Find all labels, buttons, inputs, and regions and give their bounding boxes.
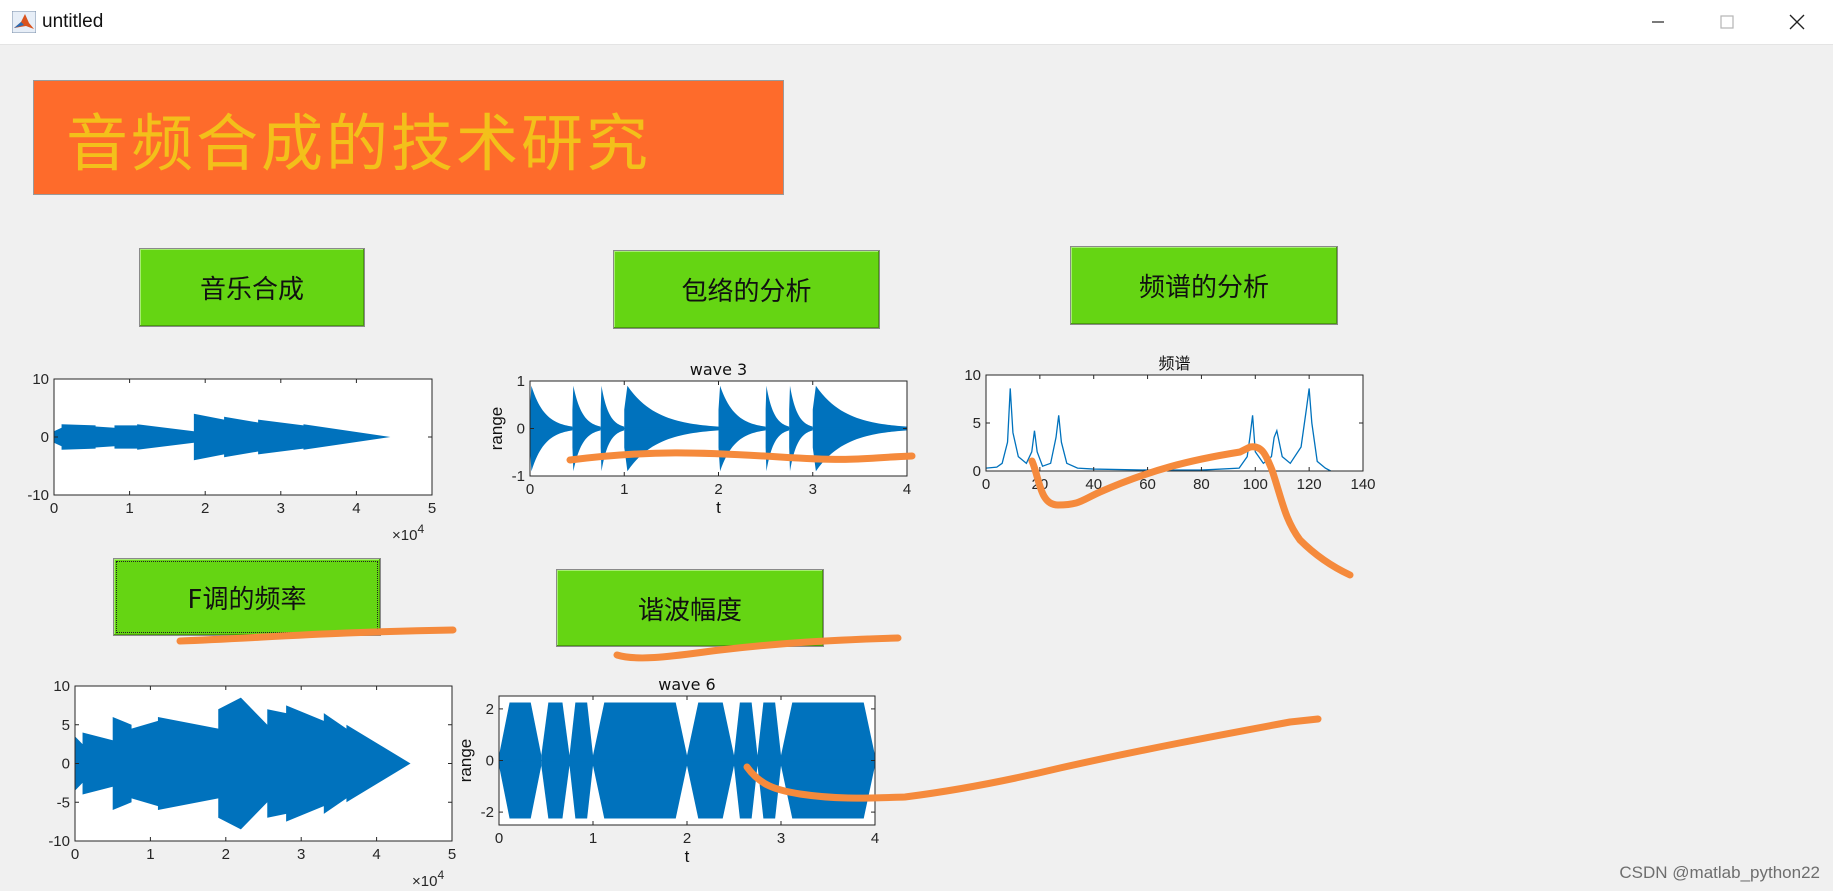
plot5-ylabel: range — [456, 739, 475, 782]
plot4-ytick-label: -5 — [57, 794, 70, 811]
matlab-icon — [12, 11, 36, 33]
plot3-xtick-label: 0 — [982, 476, 990, 493]
plot4-ytick-label: 5 — [62, 717, 70, 734]
harmonic-amplitude-button[interactable]: 谐波幅度 — [556, 569, 824, 647]
plot1-xtick-label: 5 — [428, 500, 436, 517]
header-panel: 音频合成的技术研究 — [33, 80, 784, 195]
annotation-stroke-1 — [566, 449, 916, 464]
plot4-exponent-base: ×10 — [412, 873, 437, 890]
plot1-ytick-label: 0 — [41, 429, 49, 446]
plot1-exponent: ×104 — [392, 522, 424, 544]
plot2-xlabel: t — [716, 498, 721, 517]
close-button[interactable] — [1769, 6, 1825, 38]
annotation-stroke-3 — [176, 626, 457, 645]
annotation-stroke-2 — [1028, 443, 1354, 579]
plot4-xtick-label: 0 — [71, 846, 79, 863]
plot5-ytick-label: -2 — [481, 804, 494, 821]
plot3-xtick-label: 40 — [1085, 476, 1102, 493]
plot4-exponent-power: 4 — [437, 868, 444, 882]
plot3-xtick-label: 60 — [1139, 476, 1156, 493]
plot4-xtick-label: 5 — [448, 846, 456, 863]
maximize-icon — [1720, 15, 1734, 29]
window-title: untitled — [42, 11, 104, 32]
plot3-xtick-label: 120 — [1297, 476, 1322, 493]
plot1-ytick-label: 10 — [32, 371, 49, 388]
music-synthesis-button[interactable]: 音乐合成 — [139, 248, 365, 327]
plot4-waveform — [75, 697, 411, 830]
plot4-ytick-label: 10 — [53, 678, 70, 695]
close-icon — [1789, 14, 1805, 30]
maximize-button[interactable] — [1699, 6, 1755, 38]
minimize-button[interactable] — [1630, 6, 1686, 38]
plot5-xtick-label: 4 — [871, 830, 879, 847]
plot1-xtick-label: 2 — [201, 500, 209, 517]
plot4-data — [75, 697, 411, 830]
minimize-icon — [1652, 21, 1664, 23]
plot5-xtick-label: 0 — [495, 830, 503, 847]
window-titlebar: untitled — [0, 0, 1833, 45]
f-key-frequency-button[interactable]: F调的频率 — [113, 558, 381, 636]
plot2-data — [530, 385, 907, 472]
plot1-xtick-label: 4 — [352, 500, 360, 517]
plot1-exponent-power: 4 — [417, 522, 424, 536]
plot5-xtick-label: 1 — [589, 830, 597, 847]
plot2-ylabel: range — [487, 407, 506, 450]
plot5-title: wave 6 — [658, 675, 715, 694]
plot3-plot-area — [986, 375, 1363, 471]
plot3-ytick-label: 5 — [973, 415, 981, 432]
annotation-strokes — [176, 443, 1354, 802]
plot4-exponent: ×104 — [412, 868, 444, 890]
plot2-ytick-label: -1 — [512, 468, 525, 485]
plot1-xtick-label: 0 — [50, 500, 58, 517]
plot4-ytick-label: -10 — [48, 833, 70, 850]
plot3-xtick-label: 80 — [1193, 476, 1210, 493]
plot5-xlabel: t — [685, 847, 690, 866]
plot5-xtick-label: 2 — [683, 830, 691, 847]
plot3-xtick-label: 140 — [1350, 476, 1375, 493]
plot4-xtick-label: 2 — [222, 846, 230, 863]
plot3-ytick-label: 0 — [973, 463, 981, 480]
plot4-xtick-label: 3 — [297, 846, 305, 863]
plot1-exponent-base: ×10 — [392, 527, 417, 544]
plot1-ytick-label: -10 — [27, 487, 49, 504]
annotation-stroke-4 — [613, 634, 902, 662]
plot4-ytick-label: 0 — [62, 756, 70, 773]
plot2-xtick-label: 2 — [714, 481, 722, 498]
watermark: CSDN @matlab_python22 — [1619, 863, 1820, 882]
plot1-waveform — [54, 413, 391, 461]
plot3-xtick-label: 100 — [1243, 476, 1268, 493]
plot2-ytick-label: 1 — [517, 373, 525, 390]
plot5-ytick-label: 2 — [486, 701, 494, 718]
plot4-xtick-label: 1 — [146, 846, 154, 863]
envelope-analysis-button[interactable]: 包络的分析 — [613, 250, 880, 329]
plot2-title: wave 3 — [690, 360, 747, 379]
spectrum-analysis-button[interactable]: 频谱的分析 — [1070, 246, 1338, 325]
header-title: 音频合成的技术研究 — [65, 106, 651, 180]
plot5-xtick-label: 3 — [777, 830, 785, 847]
annotation-stroke-5 — [743, 715, 1322, 802]
plot3-ytick-label: 10 — [964, 367, 981, 384]
plot2-xtick-label: 4 — [903, 481, 911, 498]
plot1-xtick-label: 3 — [277, 500, 285, 517]
plot2-xtick-label: 0 — [526, 481, 534, 498]
plot4-xtick-label: 4 — [372, 846, 380, 863]
plot1-data — [54, 413, 391, 461]
plot1-xtick-label: 1 — [125, 500, 133, 517]
plot2-xtick-label: 3 — [809, 481, 817, 498]
plot2-ytick-label: 0 — [517, 421, 525, 438]
plot5-ytick-label: 0 — [486, 753, 494, 770]
plot2-xtick-label: 1 — [620, 481, 628, 498]
plot3-title: 频谱 — [1158, 354, 1190, 373]
